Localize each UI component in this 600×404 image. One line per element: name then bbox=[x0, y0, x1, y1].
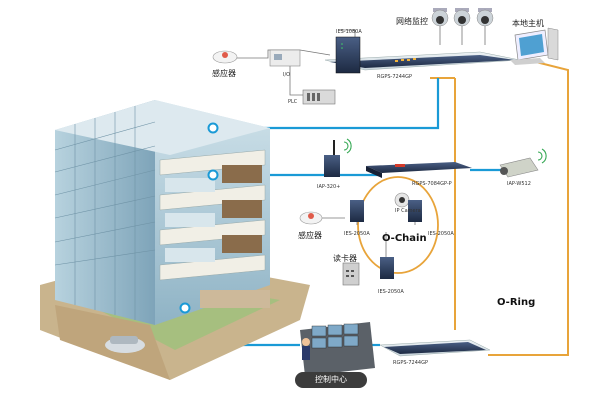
control-center-desk bbox=[300, 322, 375, 376]
o-ring-links bbox=[430, 57, 569, 356]
dome-camera-1-icon bbox=[431, 8, 449, 27]
label-switch-ies1080a: IES-1080A bbox=[336, 29, 362, 35]
smoke-sensor-mid-icon bbox=[299, 211, 323, 225]
label-plc: PLC bbox=[288, 99, 298, 105]
label-network-monitoring: 网络监控 bbox=[396, 16, 428, 26]
label-sensor-mid: 感应器 bbox=[298, 230, 322, 240]
smoke-sensor-top-icon bbox=[212, 50, 238, 64]
label-o-chain: O-Chain bbox=[382, 233, 427, 244]
label-ies2050a-3: IES-2050A bbox=[378, 289, 404, 295]
switch-ies-2050a-3 bbox=[380, 257, 394, 279]
label-io: I/O bbox=[283, 72, 290, 78]
switch-ies-2050a-1 bbox=[350, 200, 364, 222]
switch-ies-1080a bbox=[335, 36, 361, 74]
dome-camera-2-icon bbox=[453, 8, 471, 27]
label-iap-w512: IAP-W512 bbox=[507, 181, 531, 187]
switch-ies-2050a-2 bbox=[408, 200, 422, 222]
outdoor-camera-iap-w512-icon bbox=[499, 157, 539, 178]
label-ip-camera: IP Camera bbox=[395, 208, 421, 214]
label-switch-rgps-mid: RGPS-7084GP-P bbox=[412, 181, 452, 187]
label-switch-rgps-top: RGPS-7244GP bbox=[377, 74, 412, 80]
label-card-reader: 读卡器 bbox=[333, 253, 357, 263]
building-ports bbox=[179, 122, 219, 314]
switch-rgps-7084gp-p bbox=[366, 162, 472, 178]
switch-rgps-7244gp-bottom bbox=[379, 339, 491, 357]
io-module-icon bbox=[269, 49, 301, 67]
wifi-signal-2-icon bbox=[537, 148, 547, 164]
ip-camera-icon bbox=[394, 192, 410, 208]
car bbox=[105, 336, 145, 353]
label-iap320: IAP-320+ bbox=[317, 184, 340, 190]
plc-icon bbox=[302, 89, 336, 105]
label-ies2050a-1: IES-2050A bbox=[344, 231, 370, 237]
label-switch-rgps-bottom: RGPS-7244GP bbox=[393, 360, 428, 366]
local-host-pc-icon bbox=[510, 27, 559, 65]
control-center-label: 控制中心 bbox=[295, 372, 367, 388]
label-ies2050a-2: IES-2050A bbox=[428, 231, 454, 237]
dome-camera-3-icon bbox=[476, 8, 494, 27]
card-reader-icon bbox=[342, 262, 360, 286]
office-building bbox=[54, 100, 270, 325]
wifi-signal-1-icon bbox=[343, 138, 352, 154]
access-point-iap-320-icon bbox=[324, 140, 340, 177]
label-sensor-top: 感应器 bbox=[212, 68, 236, 78]
o-chain-loop bbox=[357, 176, 439, 274]
label-local-host: 本地主机 bbox=[512, 18, 544, 28]
label-o-ring: O-Ring bbox=[497, 297, 535, 308]
